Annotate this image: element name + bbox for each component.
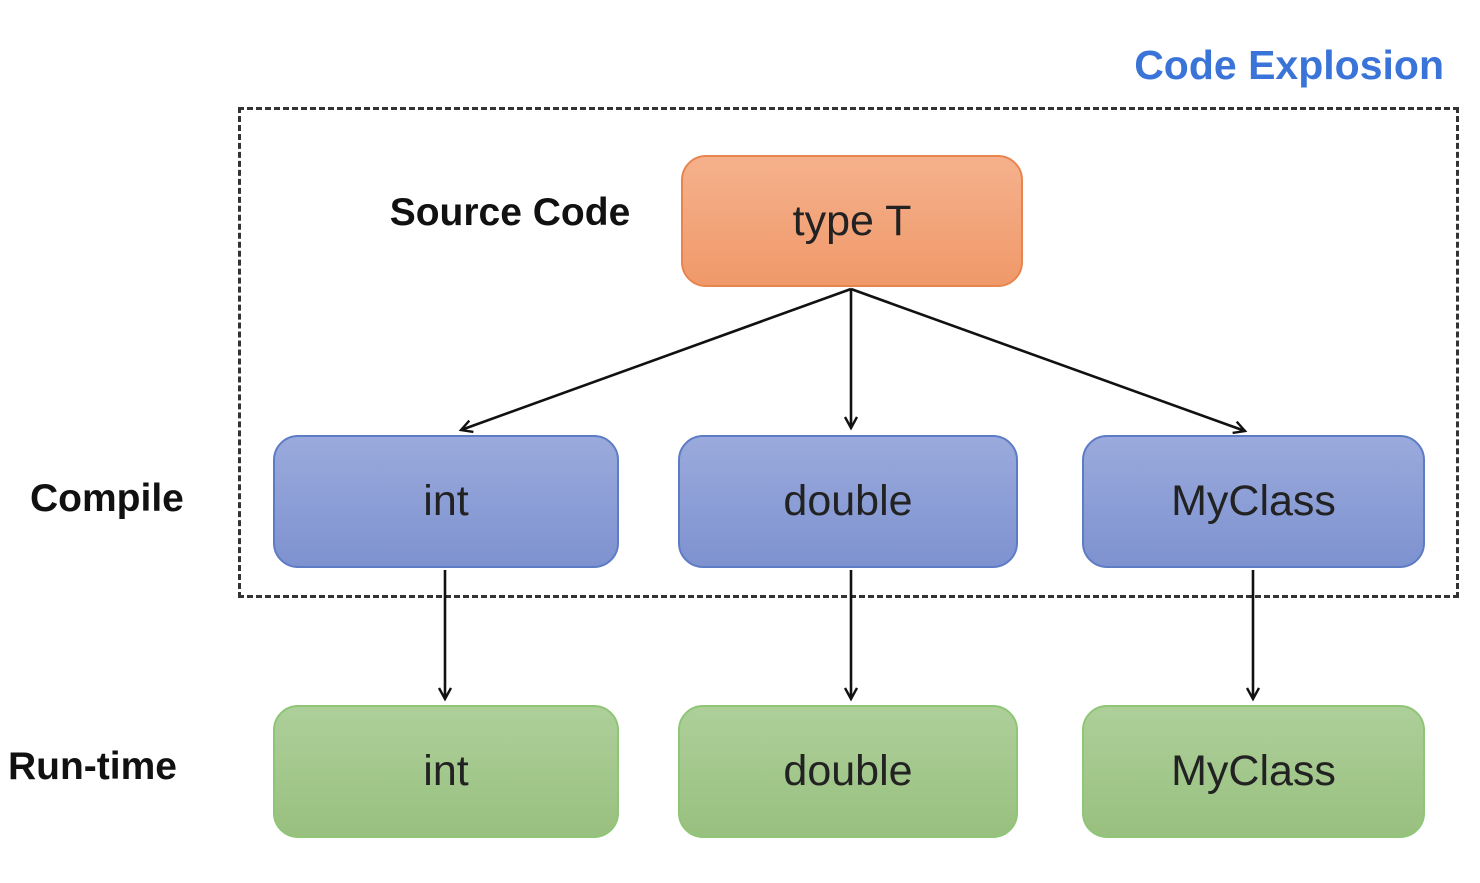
code-explosion-boundary <box>238 107 1459 598</box>
node-source-type-t: type T <box>681 155 1023 287</box>
node-runtime-myclass: MyClass <box>1082 705 1425 838</box>
node-compile-int: int <box>273 435 619 568</box>
label-run-time: Run-time <box>8 745 177 788</box>
node-compile-myclass: MyClass <box>1082 435 1425 568</box>
node-compile-double: double <box>678 435 1018 568</box>
label-compile: Compile <box>30 477 184 520</box>
node-runtime-double: double <box>678 705 1018 838</box>
label-source-code: Source Code <box>389 191 631 234</box>
node-runtime-int: int <box>273 705 619 838</box>
diagram-title: Code Explosion <box>1134 42 1444 88</box>
